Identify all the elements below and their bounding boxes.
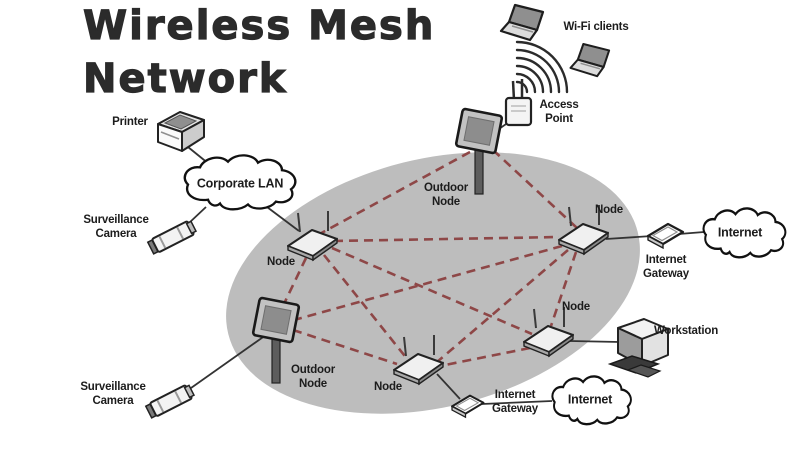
wire-gateway-internet-bottom — [481, 400, 553, 405]
node-bottom-label: Node — [374, 380, 402, 393]
printer-icon — [157, 111, 205, 152]
node-left-label: Node — [267, 255, 295, 268]
workstation-icon — [607, 318, 669, 378]
access-point-label: Access Point — [539, 98, 579, 125]
diagram-title: Wireless Mesh Network — [82, 2, 436, 102]
surveillance-camera-bottom-label: Surveillance Camera — [80, 380, 146, 407]
outdoor-node-top-label: Outdoor Node — [424, 181, 468, 208]
mesh-link-nodeleft-noderight — [333, 235, 560, 243]
node-right-label: Node — [595, 203, 623, 216]
mesh-link-nodeleft-nodebottom — [322, 254, 410, 361]
wire-lan-nodeleft — [262, 203, 300, 232]
wire-gateway-internet — [678, 231, 705, 235]
internet-gateway-bottom-label: Internet Gateway — [492, 388, 538, 415]
wifi-client-laptop-1-icon — [499, 3, 545, 42]
outdoor-node-bottom-label: Outdoor Node — [291, 363, 335, 390]
mesh-link-nodemid-nodebottom — [439, 346, 531, 368]
printer-label: Printer — [112, 115, 148, 128]
node-mid-label: Node — [562, 300, 590, 313]
mesh-link-outdoortop-noderight — [492, 149, 578, 229]
mesh-link-noderight-outdoorbottom — [293, 244, 563, 322]
mesh-link-noderight-nodebottom — [436, 249, 569, 363]
internet-gateway-right-icon — [646, 222, 685, 250]
internet-right-label: Internet — [717, 225, 763, 240]
wire-cameratop-lan — [188, 206, 207, 224]
corporate-lan-label: Corporate LAN — [196, 176, 284, 191]
mesh-link-outdoorbottom-nodebottom — [292, 328, 398, 366]
wire-camerabottom-outdoorbottom — [190, 334, 267, 389]
wire-noderight-gateway — [605, 235, 653, 240]
wifi-client-laptop-2-icon — [569, 42, 611, 78]
mesh-link-nodeleft-outdoorbottom — [280, 257, 308, 309]
workstation-label: Workstation — [653, 324, 719, 337]
mesh-link-nodeleft-nodemid — [331, 246, 533, 336]
internet-bottom-label: Internet — [567, 392, 613, 407]
mesh-links — [280, 149, 578, 368]
wifi-clients-label: Wi-Fi clients — [563, 20, 629, 33]
surveillance-camera-bottom-icon — [144, 382, 196, 420]
surveillance-camera-top-icon — [146, 218, 198, 256]
access-point-icon — [504, 79, 533, 127]
wifi-waves-icon — [515, 40, 569, 94]
mesh-link-noderight-nodemid — [549, 251, 578, 327]
wire-nodemid-workstation — [569, 340, 621, 343]
wire-nodebottom-gateway — [436, 373, 461, 400]
surveillance-camera-top-label: Surveillance Camera — [83, 213, 149, 240]
internet-gateway-right-label: Internet Gateway — [643, 253, 689, 280]
